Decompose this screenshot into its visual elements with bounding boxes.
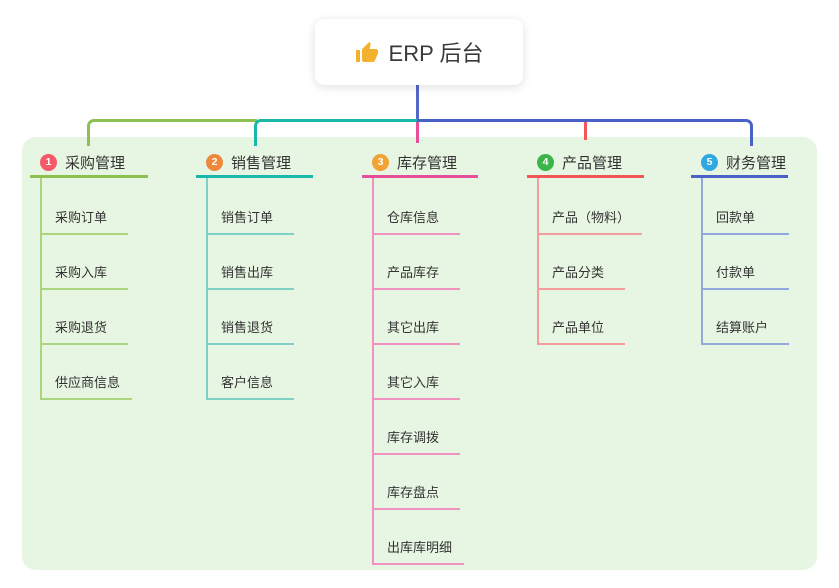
connector-branch-1 xyxy=(87,119,257,146)
branch-children-connector xyxy=(372,178,374,563)
child-node[interactable]: 结算账户 xyxy=(701,315,789,345)
branch-number-badge: 2 xyxy=(206,154,223,171)
branch-label: 采购管理 xyxy=(65,155,126,172)
child-node[interactable]: 回款单 xyxy=(701,205,789,235)
child-node[interactable]: 出库库明细 xyxy=(372,535,465,565)
connector-branch-2 xyxy=(254,119,420,146)
child-node[interactable]: 销售退货 xyxy=(206,315,294,345)
branch-children-connector xyxy=(701,178,703,343)
branch-children-connector xyxy=(537,178,539,343)
branch-number-badge: 1 xyxy=(40,154,57,171)
branch-node[interactable]: 4 产品管理 xyxy=(527,150,644,178)
connector-branch-3 xyxy=(416,122,419,143)
branch-number-badge: 3 xyxy=(372,154,389,171)
branch-node[interactable]: 1 采购管理 xyxy=(30,150,148,178)
child-node[interactable]: 库存盘点 xyxy=(372,480,460,510)
child-node[interactable]: 销售订单 xyxy=(206,205,294,235)
thumbs-up-icon xyxy=(355,41,379,65)
child-node[interactable]: 采购订单 xyxy=(40,205,128,235)
branch-label: 销售管理 xyxy=(231,155,292,172)
connector-root xyxy=(416,85,419,119)
branch-node[interactable]: 5 财务管理 xyxy=(691,150,788,178)
branch-label: 产品管理 xyxy=(562,155,623,172)
connector-branch-4 xyxy=(584,122,587,140)
child-node[interactable]: 其它出库 xyxy=(372,315,460,345)
mindmap-panel xyxy=(22,137,817,570)
branch-node[interactable]: 2 销售管理 xyxy=(196,150,313,178)
child-node[interactable]: 销售出库 xyxy=(206,260,294,290)
branch-number-badge: 4 xyxy=(537,154,554,171)
root-label: ERP 后台 xyxy=(388,41,484,66)
root-node[interactable]: ERP 后台 xyxy=(315,19,523,85)
child-node[interactable]: 采购入库 xyxy=(40,260,128,290)
child-node[interactable]: 客户信息 xyxy=(206,370,294,400)
child-node[interactable]: 产品库存 xyxy=(372,260,460,290)
branch-node[interactable]: 3 库存管理 xyxy=(362,150,478,178)
branch-label: 库存管理 xyxy=(397,155,458,172)
child-node[interactable]: 产品分类 xyxy=(537,260,625,290)
connector-branch-5 xyxy=(417,119,753,146)
child-node[interactable]: 其它入库 xyxy=(372,370,460,400)
child-node[interactable]: 产品单位 xyxy=(537,315,625,345)
branch-number-badge: 5 xyxy=(701,154,718,171)
child-node[interactable]: 采购退货 xyxy=(40,315,128,345)
child-node[interactable]: 付款单 xyxy=(701,260,789,290)
child-node[interactable]: 产品（物料） xyxy=(537,205,643,235)
branch-label: 财务管理 xyxy=(726,155,787,172)
child-node[interactable]: 仓库信息 xyxy=(372,205,460,235)
child-node[interactable]: 供应商信息 xyxy=(40,370,133,400)
child-node[interactable]: 库存调拨 xyxy=(372,425,460,455)
